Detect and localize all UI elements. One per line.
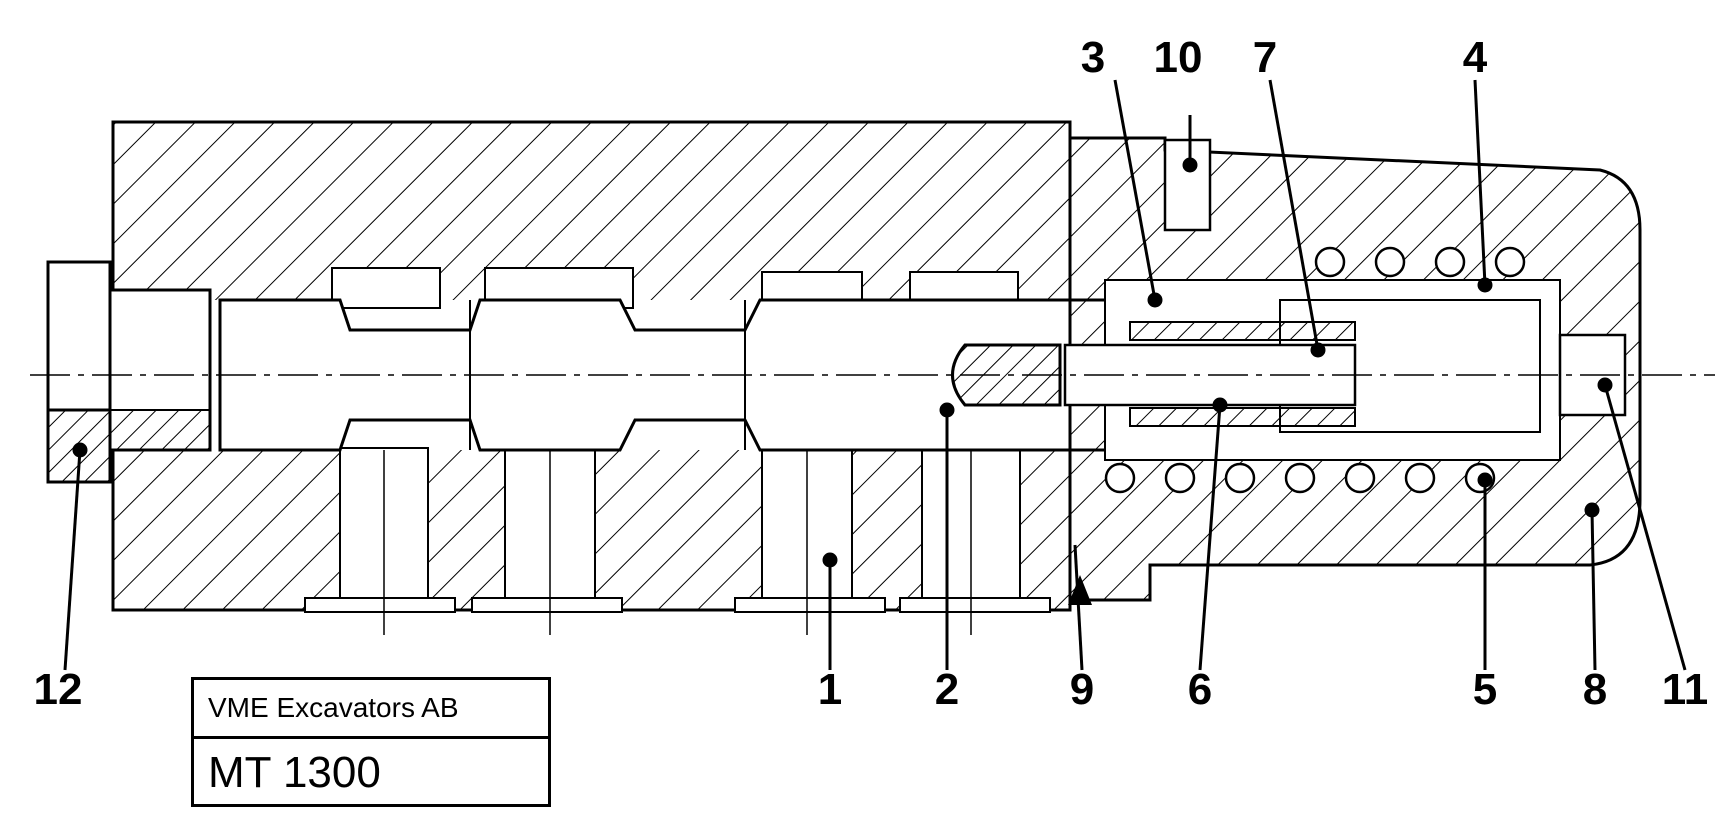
callout-3: 3 (1081, 33, 1105, 82)
callout-4: 4 (1463, 33, 1488, 82)
callout-2: 2 (935, 665, 959, 714)
end-plug (46, 260, 212, 484)
callout-1: 1 (818, 665, 842, 714)
callout-12: 12 (34, 665, 83, 714)
title-block: VME Excavators AB MT 1300 (191, 677, 551, 807)
callout-11: 11 (1662, 665, 1709, 714)
leader-lines (63, 79, 1687, 671)
company-name: VME Excavators AB (194, 680, 548, 739)
drawing-code: MT 1300 (208, 748, 381, 797)
callout-7: 7 (1253, 33, 1277, 82)
callout-8: 8 (1583, 665, 1607, 714)
spring (1104, 246, 1526, 494)
callout-5: 5 (1473, 665, 1497, 714)
spring-housing (1063, 136, 1642, 602)
callout-9: 9 (1070, 665, 1094, 714)
callout-6: 6 (1188, 665, 1212, 714)
callout-10: 10 (1154, 33, 1203, 82)
